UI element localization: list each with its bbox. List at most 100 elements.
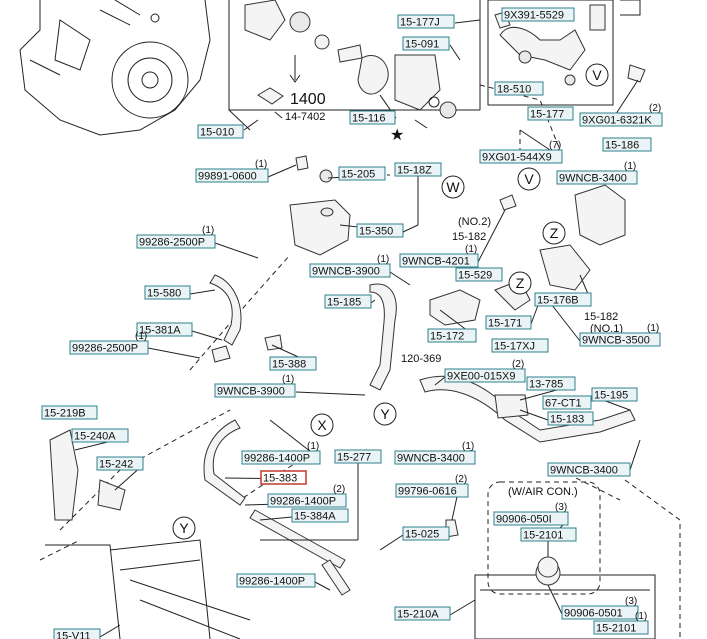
part-label: 15-219B: [41, 405, 98, 420]
part-number: 90906-050I: [496, 514, 552, 526]
part-label-box: [542, 395, 592, 410]
part-label: 9XE00-015X9(2): [444, 359, 526, 383]
part-number: 15-381A: [139, 325, 181, 337]
part-number: 9XG01-6321K: [582, 115, 652, 127]
part-number: 99286-1400P: [244, 453, 310, 465]
part-label-box: [53, 628, 101, 639]
part-number: 13-785: [529, 379, 563, 391]
part-number: 99796-0616: [398, 486, 457, 498]
part-label-box: [195, 168, 269, 183]
part-number: 15-580: [147, 288, 181, 300]
part-quantity: (7): [549, 140, 561, 151]
callout-letter: V: [524, 171, 534, 187]
part-number: 15-2101: [596, 623, 636, 635]
part-label-box: [69, 340, 149, 355]
part-label-box: [236, 573, 316, 588]
part-quantity: (1): [135, 331, 147, 342]
part-quantity: (3): [555, 502, 567, 513]
callout-letter: W: [446, 179, 460, 195]
air-con-note: (W/AIR CON.): [508, 486, 578, 498]
part-label: 9WNCB-3900(1): [309, 254, 391, 278]
part-label: 15-350: [356, 223, 404, 238]
part-number: 15-091: [405, 39, 439, 51]
part-number: 15-025: [405, 529, 439, 541]
part-label-box: [547, 411, 594, 426]
part-label-box: [338, 166, 386, 181]
part-label-box: [402, 526, 450, 541]
no1-part: 15-182: [584, 311, 618, 323]
callout-y2: Y: [172, 516, 196, 540]
callout-z1: Z: [542, 221, 566, 245]
part-label-box: [591, 387, 638, 402]
part-number: 9WNCB-3900: [217, 386, 285, 398]
part-label-box: [136, 322, 193, 337]
air-con-box: [487, 481, 601, 595]
part-quantity: (1): [635, 611, 647, 622]
part-label-box: [394, 162, 442, 177]
part-label: 15-176B: [534, 292, 592, 307]
part-label-box: [71, 428, 129, 443]
part-label: 99286-1400P: [236, 573, 316, 588]
part-label-box: [444, 368, 526, 383]
part-number: 15-172: [430, 331, 464, 343]
part-label: 15-18Z: [394, 162, 442, 177]
part-label: 99286-1400P(1): [241, 441, 321, 465]
callout-letter: Y: [179, 520, 189, 536]
part-quantity: (2): [649, 103, 661, 114]
part-label: 15-2101(1): [593, 611, 649, 635]
part-label: 15-580: [144, 285, 191, 300]
part-number: 99891-0600: [198, 171, 257, 183]
part-label: 15-185: [324, 294, 372, 309]
dashed-leader: [189, 254, 291, 371]
part-label: 99796-0616(2): [395, 474, 469, 498]
part-label: 15-186: [602, 137, 652, 152]
callout-letter: Z: [516, 275, 525, 291]
part-label: 15-177J: [397, 14, 455, 29]
part-label-box: [144, 285, 191, 300]
part-label-box: [561, 605, 639, 620]
part-label-box: [579, 332, 661, 347]
no2-part: 15-182: [452, 231, 486, 243]
part-number: 9WNCB-4201: [402, 256, 470, 268]
part-label: 15-210A: [394, 606, 451, 621]
part-label-box: [527, 106, 574, 121]
part-label: 15-116: [349, 110, 396, 125]
part-quantity: (1): [465, 244, 477, 255]
part-label: 99286-2500P(1): [136, 225, 216, 249]
callout-circle: [585, 63, 609, 87]
ref-page: 14-7402: [285, 111, 325, 123]
part-label: 15-384A: [291, 508, 349, 523]
engine-block-illustration: [19, 0, 211, 136]
part-quantity: (1): [282, 374, 294, 385]
part-number: 9X391-5529: [504, 10, 564, 22]
fan-motor: [537, 556, 559, 578]
part-label: 15-240A: [71, 428, 129, 443]
part-label-box: [197, 124, 244, 139]
callout-letter: Y: [380, 406, 390, 422]
part-label-box: [136, 234, 216, 249]
part-number: 15-183: [550, 414, 584, 426]
part-quantity: (1): [624, 161, 636, 172]
part-label-box: [349, 110, 396, 125]
callout-w: W: [441, 175, 465, 199]
dashed-leader: [624, 479, 681, 639]
part-label: 90906-0501(3): [561, 596, 639, 620]
part-label-box: [593, 620, 649, 635]
callout-circle: [373, 402, 397, 426]
part-number: 15-388: [272, 359, 306, 371]
part-number: 9WNCB-3400: [559, 173, 627, 185]
part-number: 15-277: [337, 452, 371, 464]
part-number: 15-205: [341, 169, 375, 181]
callout-z2: Z: [508, 271, 532, 295]
part-label: 67-CT1: [542, 395, 592, 410]
callout-circle: [310, 413, 334, 437]
part-label-box: [96, 456, 144, 471]
part-label-box: [41, 405, 98, 420]
part-number: 9WNCB-3900: [312, 266, 380, 278]
part-label: 9WNCB-3400: [547, 462, 631, 477]
part-label: 9WNCB-4201(1): [399, 244, 479, 268]
part-label-box: [455, 267, 503, 282]
